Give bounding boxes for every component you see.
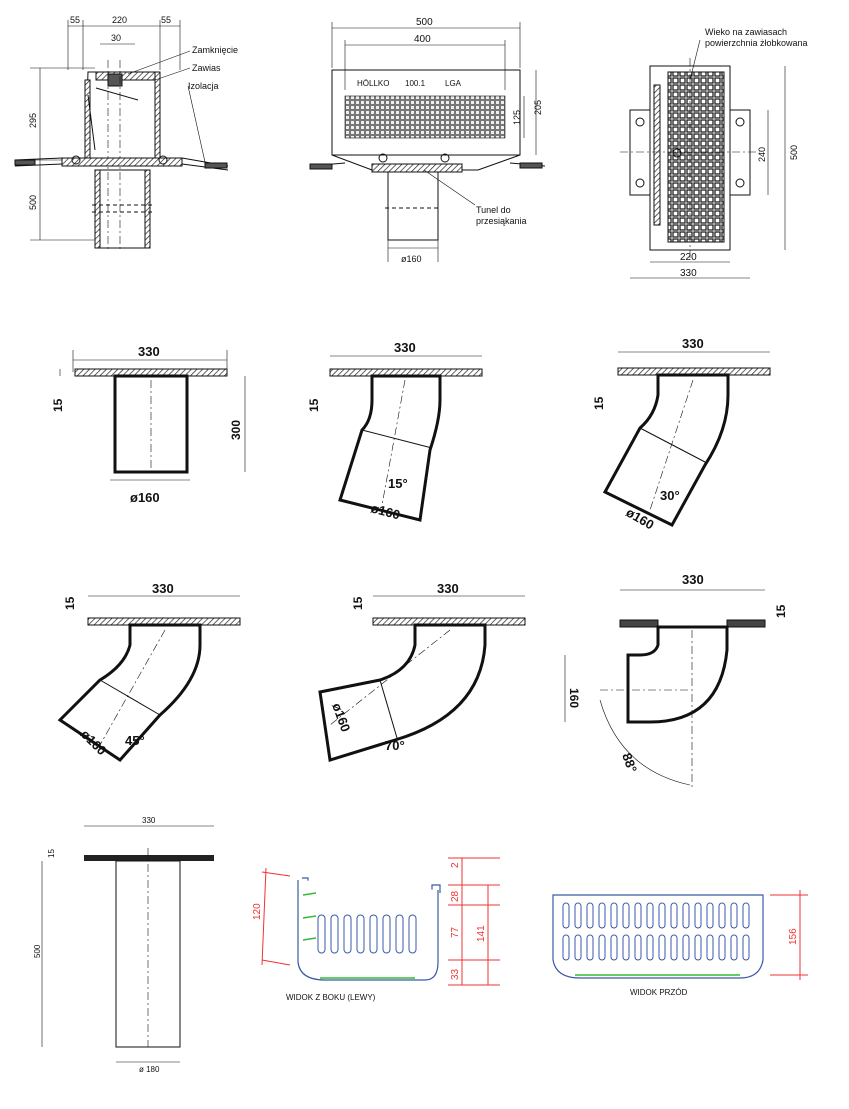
drawing-section-view: 55 220 55 30 295 500 (14, 15, 238, 250)
dim-33: 33 (450, 968, 461, 980)
dim-156: 156 (788, 928, 799, 945)
dim-500-top: 500 (416, 17, 433, 28)
label-tunnel-line2: przesiąkania (476, 216, 527, 226)
dim-30: 30 (111, 33, 121, 43)
pipe-bend-70: 330 70° ø160 15 (318, 581, 526, 762)
pipe-bend-88: 330 160 88° 15 (564, 572, 788, 790)
plate-text-brand: HÖLLKO (357, 79, 389, 88)
basket-side-view: 120 2 28 77 141 33 WIDOK Z BOKU (LEWY) (252, 857, 500, 1002)
label-closure: Zamknięcie (192, 45, 238, 55)
flange-label: 15 (774, 604, 788, 618)
pipe-long: 330 500 ø 180 15 (33, 816, 214, 1074)
dim-55-right: 55 (161, 15, 171, 25)
width-label: 330 (152, 581, 174, 596)
angle-label: 15° (388, 476, 408, 491)
width-label: 330 (682, 336, 704, 351)
dim-240: 240 (757, 147, 767, 162)
dim-125: 125 (512, 110, 522, 125)
dim-120: 120 (252, 903, 263, 920)
dim-205: 205 (533, 100, 543, 115)
diameter-label: ø160 (130, 490, 160, 505)
flange-label: 15 (307, 398, 321, 412)
width-label: 330 (437, 581, 459, 596)
length-label: 500 (33, 944, 42, 958)
width-label: 330 (138, 344, 160, 359)
plate-text-model: 100.1 (405, 79, 426, 88)
dim-330-top: 330 (680, 268, 697, 279)
height-label: 160 (567, 688, 581, 708)
dim-141: 141 (476, 925, 487, 942)
width-label: 330 (142, 816, 156, 825)
pipe-bend-15: 330 15° ø160 15 (307, 340, 483, 523)
label-cover-line2: powierzchnia żłobkowana (705, 38, 808, 48)
angle-label: 88° (619, 751, 640, 775)
flange-label: 15 (51, 398, 65, 412)
plate-text-code: LGA (445, 79, 462, 88)
dim-500: 500 (28, 195, 38, 210)
flange-label: 15 (63, 596, 77, 610)
diameter-label: ø 180 (139, 1065, 160, 1074)
pipe-straight: 330 ø160 300 15 (51, 344, 246, 505)
dim-77: 77 (450, 926, 461, 938)
angle-label: 45° (125, 733, 145, 748)
diameter-label: ø160 (369, 500, 402, 522)
flange-label: 15 (47, 849, 56, 858)
flange-label: 15 (351, 596, 365, 610)
dim-diameter-160: ø160 (401, 254, 422, 264)
angle-label: 70° (385, 738, 405, 753)
dim-295: 295 (28, 113, 38, 128)
dim-2: 2 (450, 862, 461, 868)
dim-220-top: 220 (680, 252, 697, 263)
width-label: 330 (394, 340, 416, 355)
length-label: 300 (229, 420, 243, 440)
label-insulation: Izolacja (188, 81, 219, 91)
flange-label: 15 (592, 396, 606, 410)
side-view-label: WIDOK Z BOKU (LEWY) (286, 993, 376, 1002)
drawing-front-view: 500 400 HÖLLKO 100.1 LGA ø160 205 125 Tu… (309, 17, 546, 264)
pipe-bend-30: 330 30° ø160 15 (592, 336, 771, 532)
dim-400: 400 (414, 34, 431, 45)
dim-220: 220 (112, 15, 127, 25)
angle-label: 30° (660, 488, 680, 503)
label-cover-line1: Wieko na zawiasach (705, 27, 787, 37)
label-tunnel-line1: Tunel do (476, 205, 511, 215)
dim-55-left: 55 (70, 15, 80, 25)
front-view-label: WIDOK PRZÓD (630, 988, 688, 997)
drawing-top-view: Wieko na zawiasach powierzchnia żłobkowa… (620, 27, 808, 279)
label-hinge: Zawias (192, 63, 221, 73)
pipe-bend-45: 330 45° ø160 15 (57, 581, 241, 762)
dim-500-side: 500 (789, 145, 799, 160)
basket-front-view: 156 WIDOK PRZÓD (552, 890, 808, 997)
width-label: 330 (682, 572, 704, 587)
dim-28: 28 (450, 890, 461, 902)
